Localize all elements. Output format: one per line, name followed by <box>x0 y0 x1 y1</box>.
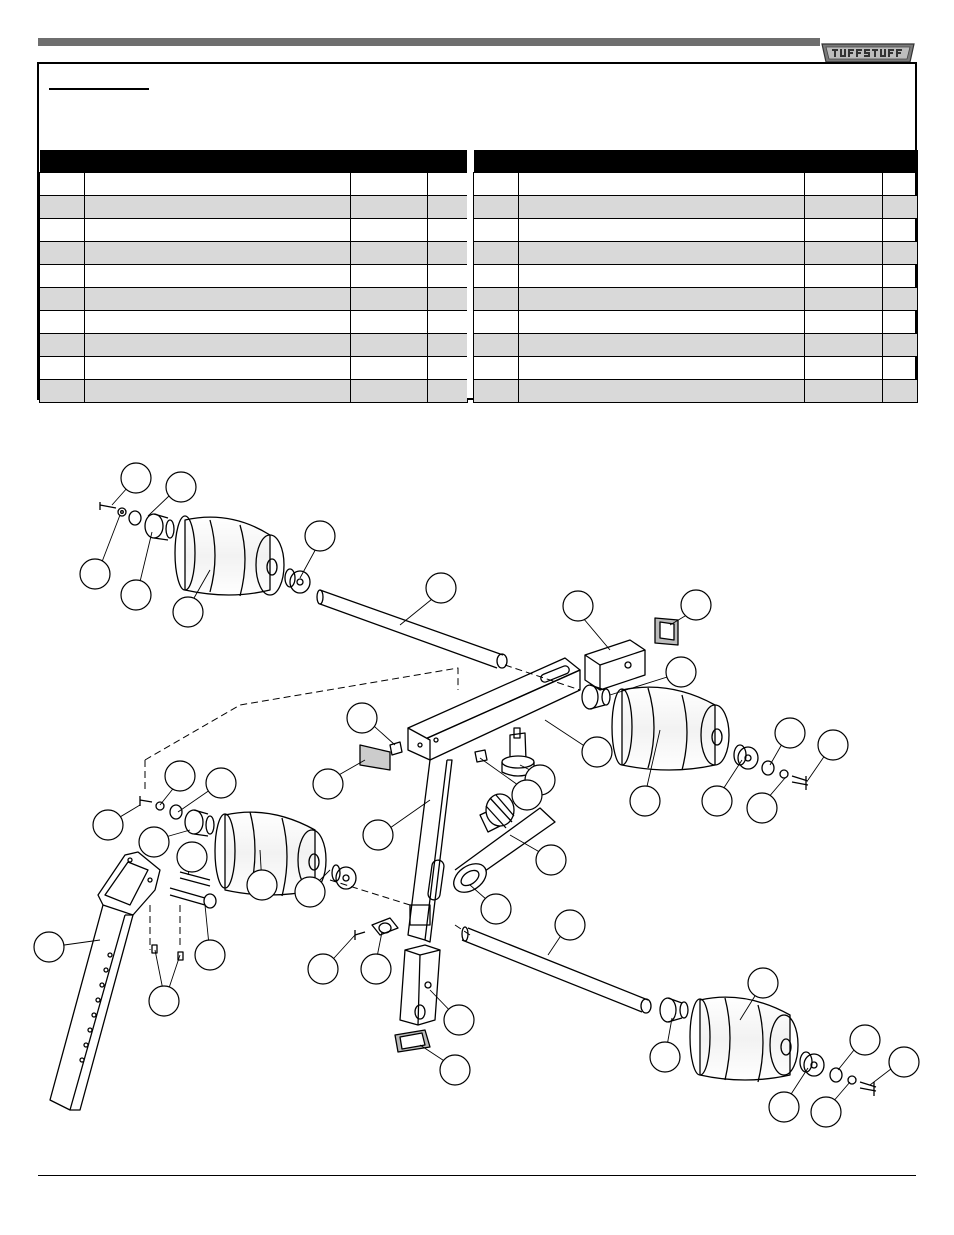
table-row <box>39 172 468 196</box>
table-row <box>473 310 918 334</box>
table-row <box>39 218 468 242</box>
parts-table-right <box>473 150 918 403</box>
parts-table-left <box>39 150 468 403</box>
table-row <box>473 333 918 357</box>
table-row <box>39 195 468 219</box>
parts-list-heading-underline <box>49 88 149 90</box>
header-bar <box>38 38 820 46</box>
footer-rule <box>38 1175 916 1176</box>
table-row <box>39 287 468 311</box>
table-row <box>39 264 468 288</box>
table-row <box>473 287 918 311</box>
table-row <box>473 241 918 265</box>
table-row <box>473 172 918 196</box>
table-row <box>39 333 468 357</box>
parts-list-panel <box>37 62 918 403</box>
main-frame <box>407 657 581 943</box>
table-header <box>39 150 468 173</box>
roller-top-right <box>581 684 809 790</box>
table-row <box>473 218 918 242</box>
tube-insert-right <box>584 617 679 691</box>
table-row <box>39 356 468 380</box>
angled-tube <box>453 807 556 893</box>
roller-top-left <box>99 502 508 669</box>
tuffstuff-logo <box>821 43 915 63</box>
table-divider <box>467 150 473 398</box>
roller-bottom-right <box>659 996 877 1096</box>
table-row <box>473 264 918 288</box>
small-parts-centre <box>354 741 488 940</box>
table-row <box>473 356 918 380</box>
table-row <box>473 379 918 403</box>
table-header <box>473 150 918 173</box>
bracket-and-pins <box>49 851 217 1111</box>
table-row <box>39 379 468 403</box>
lower-tube <box>461 926 652 1014</box>
exploded-assembly-diagram <box>33 462 920 1128</box>
table-row <box>473 195 918 219</box>
bottom-tube <box>394 944 441 1053</box>
table-row <box>39 241 468 265</box>
table-row <box>39 310 468 334</box>
spring-knob-mid <box>479 793 515 833</box>
